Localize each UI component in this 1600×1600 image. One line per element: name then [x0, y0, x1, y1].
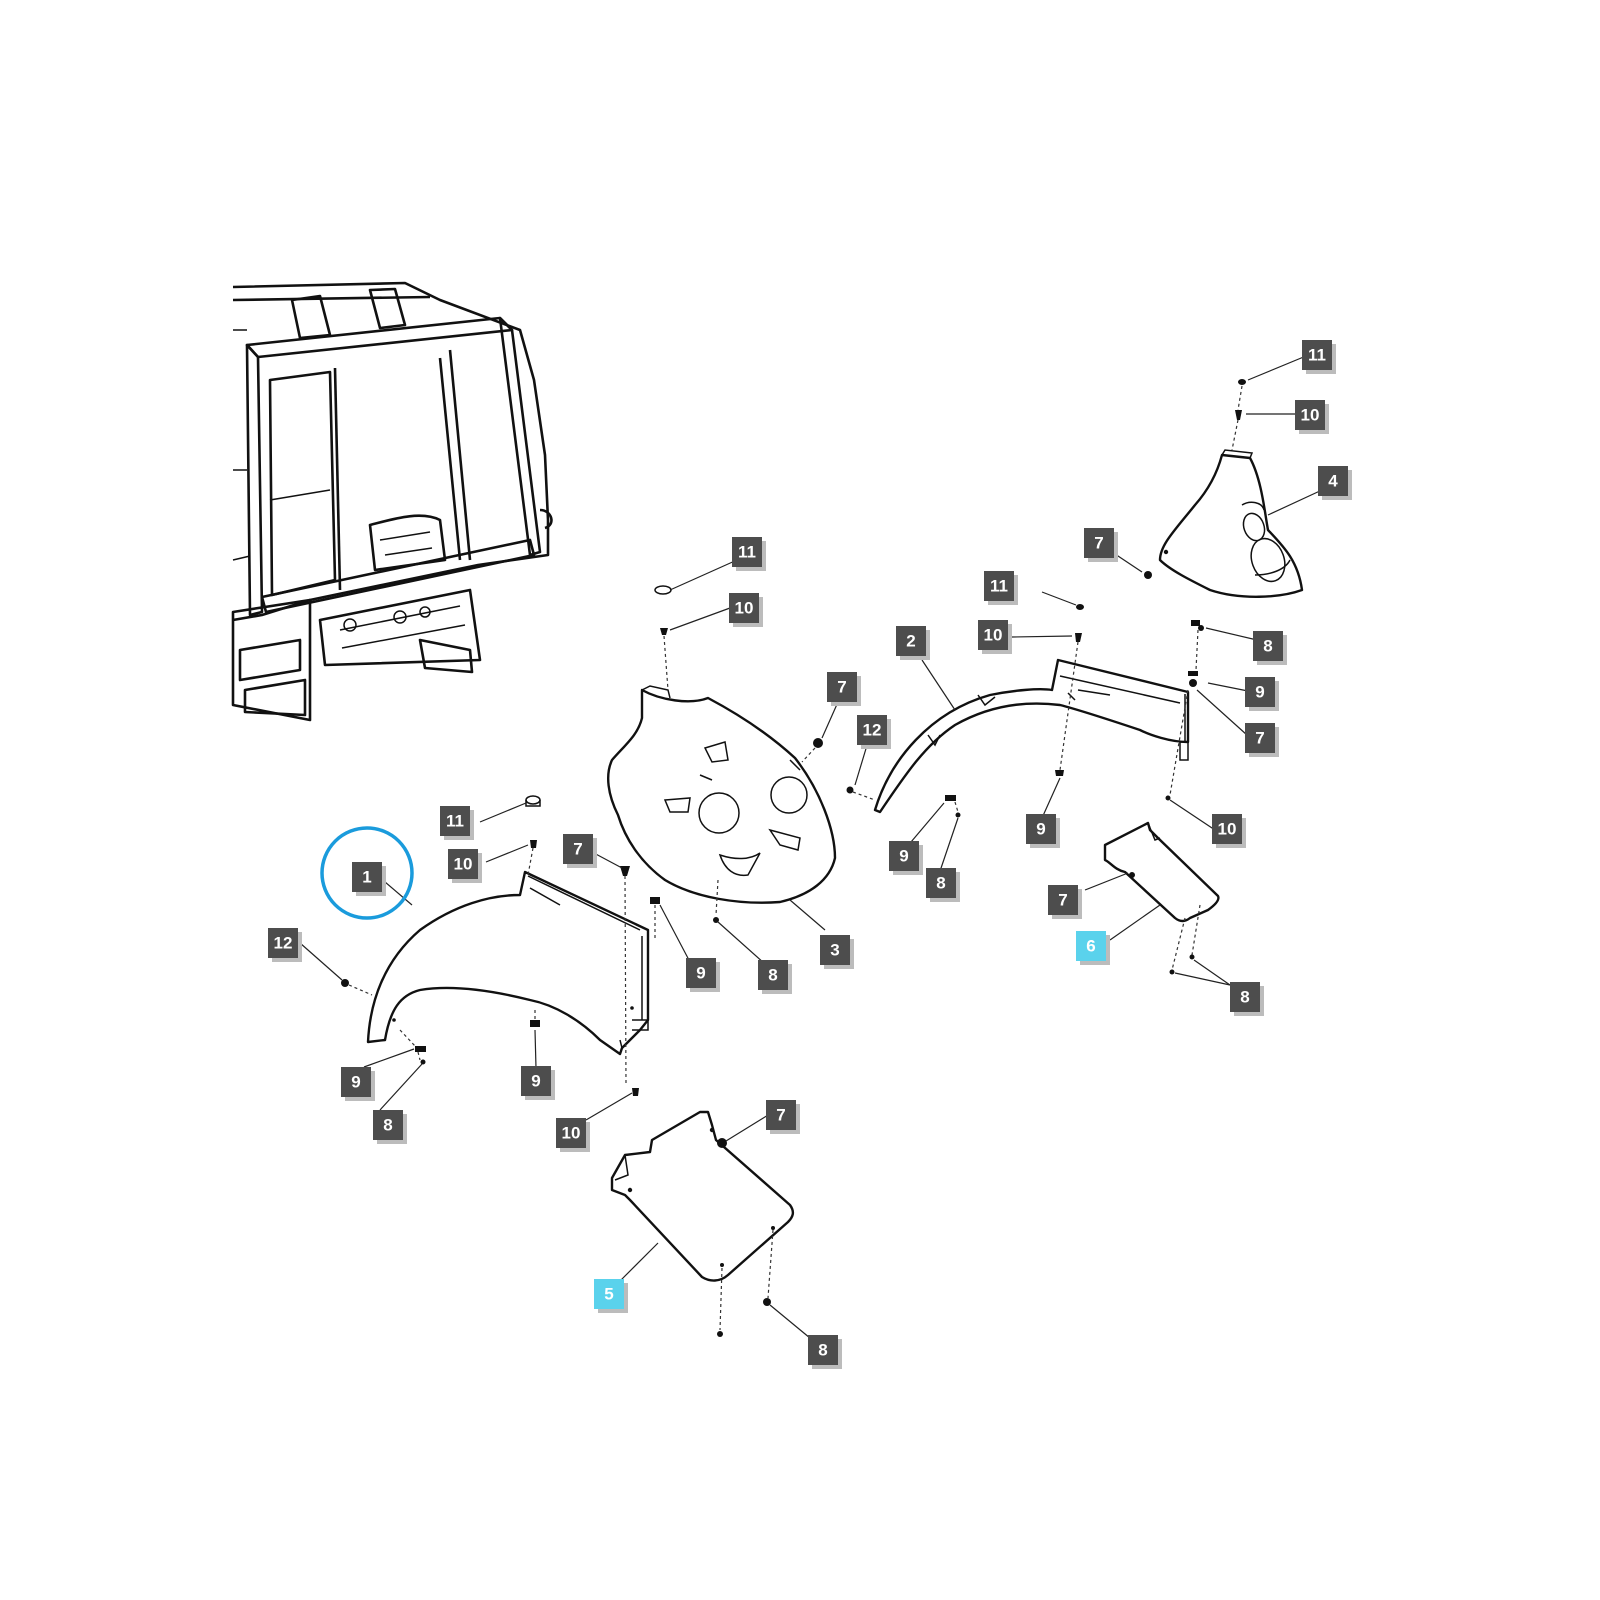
part-2-rear-fender: [873, 658, 1190, 814]
callout-8[interactable]: 8: [1230, 982, 1264, 1016]
callout-5[interactable]: 5: [594, 1279, 628, 1313]
svg-text:10: 10: [735, 599, 754, 618]
selected-part-ring: [320, 826, 414, 920]
svg-text:10: 10: [562, 1124, 581, 1143]
callout-8[interactable]: 8: [1253, 631, 1287, 665]
tractor-frame-reference: [231, 281, 553, 722]
svg-text:8: 8: [1263, 637, 1272, 656]
callout-8[interactable]: 8: [926, 868, 960, 902]
fasteners: [341, 379, 1246, 1337]
svg-text:9: 9: [351, 1073, 360, 1092]
svg-text:8: 8: [818, 1341, 827, 1360]
svg-text:9: 9: [1036, 820, 1045, 839]
svg-text:8: 8: [1240, 988, 1249, 1007]
callout-8[interactable]: 8: [373, 1110, 407, 1144]
svg-text:7: 7: [837, 678, 846, 697]
svg-text:9: 9: [531, 1072, 540, 1091]
svg-text:11: 11: [738, 543, 756, 562]
svg-text:9: 9: [899, 847, 908, 866]
svg-text:8: 8: [936, 874, 945, 893]
callout-11[interactable]: 11: [732, 537, 766, 571]
part-5-plate: [610, 1110, 795, 1282]
svg-text:4: 4: [1328, 472, 1338, 491]
part-1-front-fender: [366, 870, 650, 1056]
callout-7[interactable]: 7: [1048, 885, 1082, 919]
svg-text:7: 7: [1058, 891, 1067, 910]
callout-6[interactable]: 6: [1076, 931, 1110, 965]
svg-text:1: 1: [362, 868, 371, 887]
callout-2[interactable]: 2: [896, 626, 930, 660]
svg-text:11: 11: [446, 812, 464, 831]
svg-text:10: 10: [454, 855, 473, 874]
callout-9[interactable]: 9: [341, 1067, 375, 1101]
svg-text:10: 10: [1218, 820, 1237, 839]
svg-text:6: 6: [1086, 937, 1095, 956]
svg-text:12: 12: [274, 934, 293, 953]
callout-10[interactable]: 10: [729, 593, 763, 627]
callout-3[interactable]: 3: [820, 935, 854, 969]
callout-7[interactable]: 7: [1084, 528, 1118, 562]
part-3-center-shroud: [606, 685, 837, 904]
callout-9[interactable]: 9: [1026, 814, 1060, 848]
callout-12[interactable]: 12: [268, 928, 302, 962]
callout-8[interactable]: 8: [758, 960, 792, 994]
callout-7[interactable]: 7: [563, 834, 597, 868]
svg-text:9: 9: [696, 964, 705, 983]
callout-9[interactable]: 9: [889, 841, 923, 875]
svg-text:3: 3: [830, 941, 839, 960]
svg-text:12: 12: [863, 721, 882, 740]
callout-11[interactable]: 11: [440, 806, 474, 840]
svg-text:2: 2: [906, 632, 915, 651]
svg-text:7: 7: [1255, 729, 1264, 748]
svg-text:5: 5: [604, 1285, 613, 1304]
callout-9[interactable]: 9: [686, 958, 720, 992]
svg-text:10: 10: [984, 626, 1003, 645]
svg-text:11: 11: [990, 577, 1008, 596]
callout-10[interactable]: 10: [978, 620, 1012, 654]
callout-7[interactable]: 7: [1245, 723, 1279, 757]
leader-lines: [299, 355, 1323, 1344]
callout-12[interactable]: 12: [857, 715, 891, 749]
svg-text:10: 10: [1301, 406, 1320, 425]
callout-labels: 11 10 4 7 8 9 7 11 10 2 9 10 7 6 8 11 10…: [268, 340, 1352, 1369]
callout-1[interactable]: 1: [352, 862, 386, 896]
svg-text:7: 7: [776, 1106, 785, 1125]
svg-text:7: 7: [1094, 534, 1103, 553]
part-6-plate: [1103, 821, 1220, 923]
svg-text:7: 7: [573, 840, 582, 859]
callout-10[interactable]: 10: [1295, 400, 1329, 434]
callout-11[interactable]: 11: [984, 571, 1018, 605]
callout-8[interactable]: 8: [808, 1335, 842, 1369]
callout-10[interactable]: 10: [448, 849, 482, 883]
callout-7[interactable]: 7: [766, 1100, 800, 1134]
svg-text:9: 9: [1255, 683, 1264, 702]
callout-7[interactable]: 7: [827, 672, 861, 706]
callout-9[interactable]: 9: [521, 1066, 555, 1100]
callout-4[interactable]: 4: [1318, 466, 1352, 500]
svg-text:8: 8: [383, 1116, 392, 1135]
svg-text:8: 8: [768, 966, 777, 985]
callout-11[interactable]: 11: [1302, 340, 1336, 374]
part-4-shroud: [1158, 449, 1304, 598]
callout-10[interactable]: 10: [1212, 814, 1246, 848]
callout-10[interactable]: 10: [556, 1118, 590, 1152]
svg-text:11: 11: [1308, 346, 1326, 365]
callout-9[interactable]: 9: [1245, 677, 1279, 711]
